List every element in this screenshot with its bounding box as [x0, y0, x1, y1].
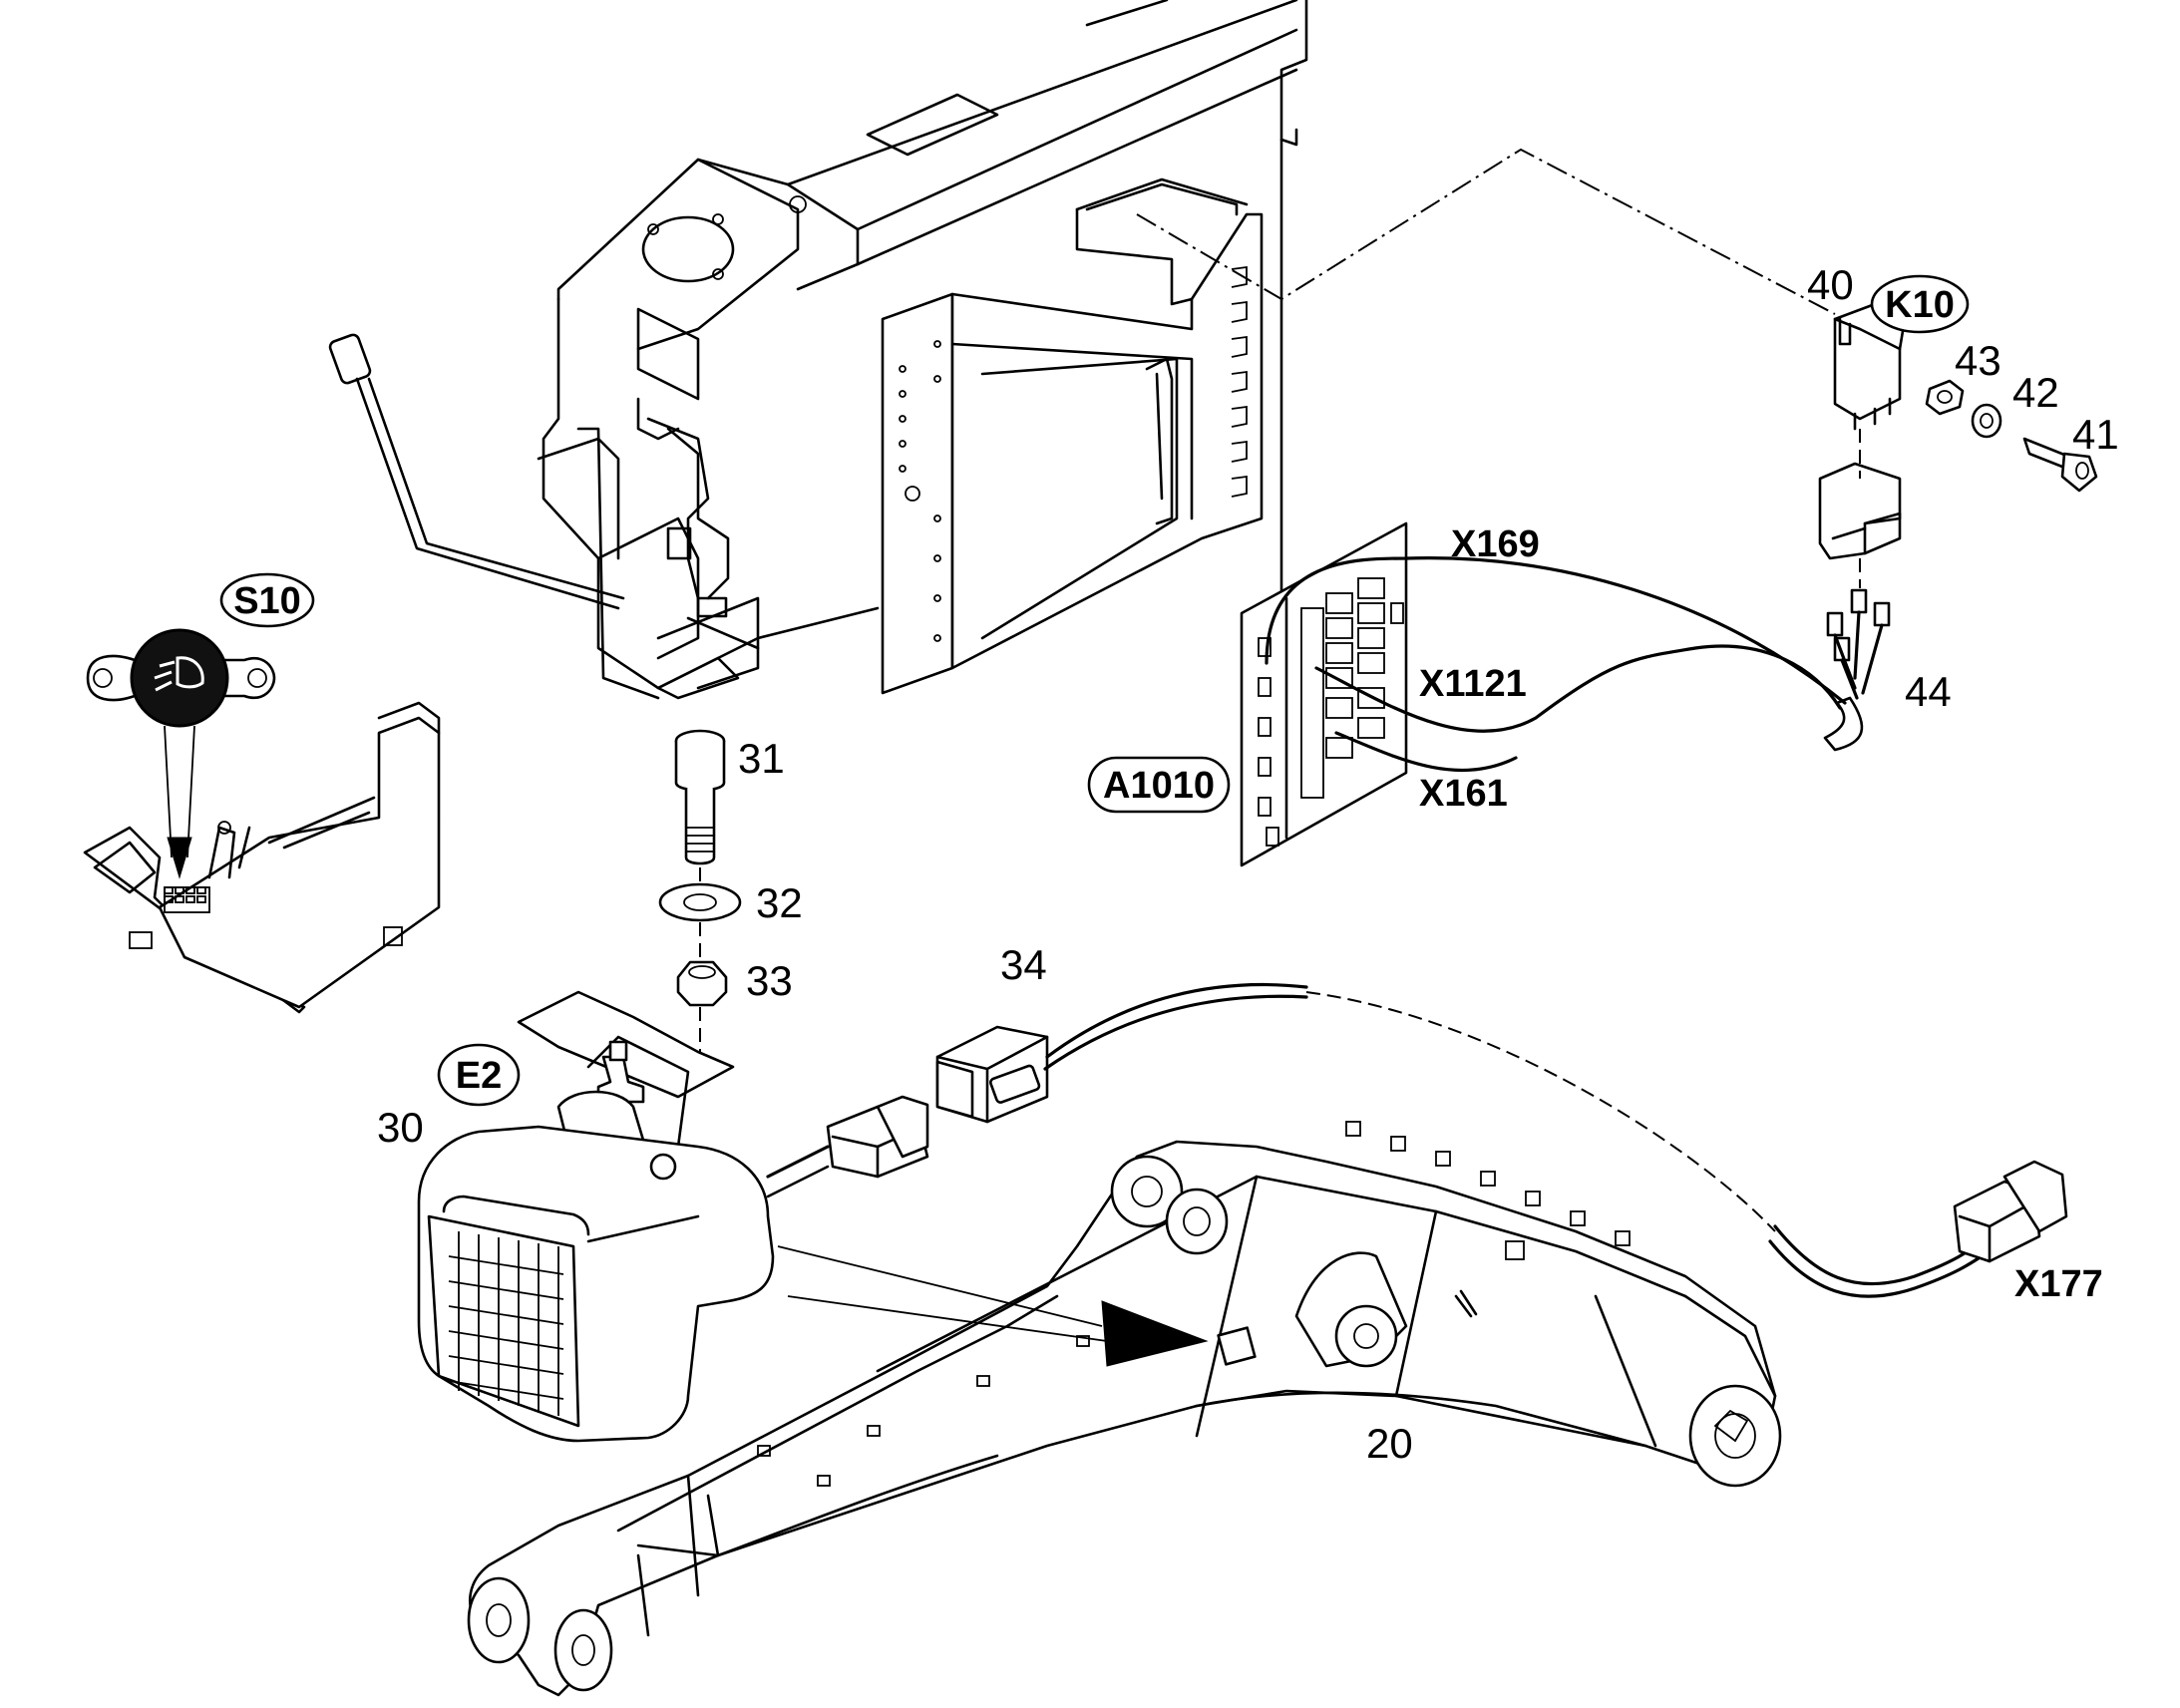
- connector-plug: [766, 1095, 929, 1179]
- work-light-e2: [417, 990, 830, 1443]
- label-x169: X169: [1451, 523, 1540, 565]
- boom-20: [467, 1121, 1782, 1697]
- leader-cabinet-to-relay: [1136, 148, 1836, 315]
- label-x177: X177: [2014, 1263, 2103, 1305]
- cable-dashline: [1305, 991, 1776, 1232]
- svg-text:S10: S10: [233, 580, 301, 622]
- callout-33: 33: [746, 957, 793, 1004]
- callout-41: 41: [2072, 411, 2119, 458]
- callout-31: 31: [738, 735, 785, 782]
- svg-text:E2: E2: [456, 1055, 502, 1097]
- location-arrow: [777, 1245, 1209, 1367]
- component-tags: S10 K10 A1010 E2: [219, 274, 1970, 1107]
- callout-30: 30: [377, 1104, 424, 1151]
- washer-42: [1971, 403, 2002, 439]
- console-keypad: [164, 886, 206, 903]
- cab-frame: [328, 0, 1308, 700]
- cabinet-bolt-holes: [899, 340, 941, 642]
- board-components: [1258, 577, 1404, 847]
- cabinet-side-tabs: [1231, 265, 1248, 498]
- svg-text:A1010: A1010: [1103, 765, 1215, 807]
- callout-42: 42: [2012, 369, 2059, 416]
- callout-44: 44: [1905, 668, 1952, 715]
- bolt-41: [2022, 437, 2098, 493]
- lamp-grille: [448, 1231, 564, 1416]
- washer-32: [658, 882, 742, 922]
- tag-k10: K10: [1870, 274, 1970, 334]
- connector-x177: [1768, 1160, 2068, 1298]
- harness-wires: [1265, 556, 1847, 773]
- control-console: [83, 701, 441, 1014]
- electrical-cabinet: [881, 177, 1264, 695]
- callout-20: 20: [1366, 1420, 1413, 1467]
- svg-text:K10: K10: [1885, 284, 1955, 326]
- callout-34: 34: [1000, 941, 1047, 988]
- bolt-31: [674, 729, 726, 865]
- callout-43: 43: [1955, 337, 2001, 384]
- tag-a1010: A1010: [1087, 756, 1231, 814]
- callout-numbers: 20 30 31 32 33 34 40 41 42 43 44: [377, 261, 2119, 1467]
- boom-clips: [757, 1121, 1631, 1487]
- nut-43: [1925, 379, 1965, 416]
- callout-40: 40: [1807, 261, 1854, 308]
- harness-44: [1823, 588, 1891, 752]
- s10-switch-icon: [86, 628, 276, 879]
- tag-e2: E2: [437, 1043, 521, 1107]
- tag-s10: S10: [219, 572, 315, 628]
- nut-33: [676, 960, 728, 1007]
- circuit-board-a1010: [1240, 521, 1408, 867]
- relay-bracket: [1818, 462, 1902, 560]
- label-x161: X161: [1419, 773, 1508, 815]
- label-x1121: X1121: [1419, 663, 1527, 705]
- connector-labels: X169 X1121 X161 X177: [1419, 523, 2103, 1305]
- work-light-icon: [154, 656, 204, 692]
- callout-32: 32: [756, 879, 803, 926]
- connector-34: [935, 982, 1308, 1124]
